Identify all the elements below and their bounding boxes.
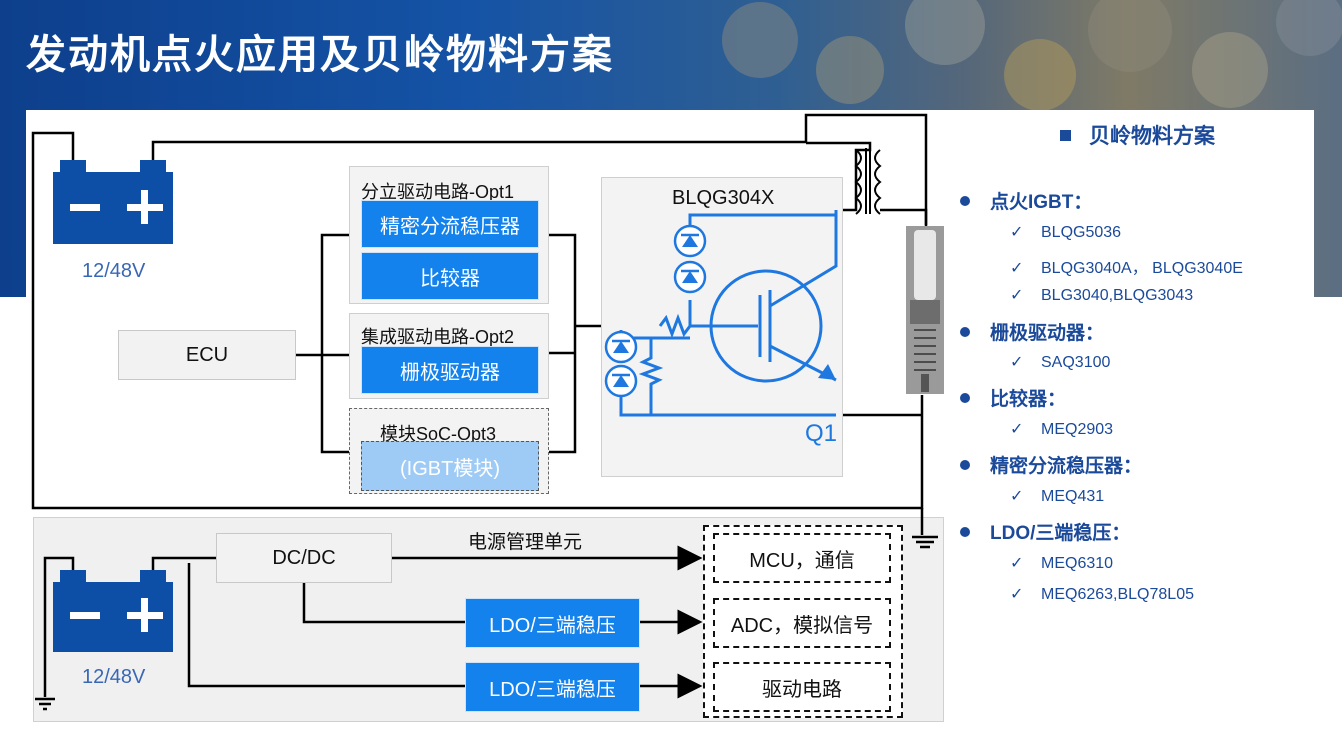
zener-diode-icon bbox=[673, 224, 707, 294]
bullet-icon bbox=[960, 526, 970, 537]
bottom-ground-wire bbox=[43, 556, 75, 697]
category-comparator: 比较器： bbox=[960, 384, 1066, 411]
ecu-block: ECU bbox=[118, 330, 296, 380]
part-item: ✓MEQ6310 bbox=[1010, 555, 1114, 572]
part-item: ✓BLQG5036 bbox=[1010, 224, 1122, 241]
ecu-bus-wire bbox=[320, 233, 349, 454]
category-ldo: LDO/三端稳压： bbox=[960, 518, 1130, 545]
check-icon: ✓ bbox=[1010, 260, 1024, 277]
transistor-label: Q1 bbox=[805, 420, 838, 447]
load-driver: 驱动电路 bbox=[713, 662, 891, 712]
igbt-block-label: BLQG304X bbox=[672, 187, 775, 209]
category-shunt-regulator: 精密分流稳压器： bbox=[960, 451, 1142, 478]
part-item: ✓MEQ6263,BLQ78L05 bbox=[1010, 586, 1194, 603]
load-mcu: MCU，通信 bbox=[713, 533, 891, 583]
top-ground-wire bbox=[31, 131, 924, 510]
ignition-coil-icon bbox=[854, 148, 882, 215]
gate-driver-block: 栅极驱动器 bbox=[361, 346, 539, 394]
part-item: ✓MEQ2903 bbox=[1010, 421, 1114, 438]
opt3-title: 模块SoC-Opt3 bbox=[380, 424, 497, 444]
check-icon: ✓ bbox=[1010, 488, 1024, 505]
bullet-icon bbox=[960, 195, 970, 206]
page-title: 发动机点火应用及贝岭物料方案 bbox=[26, 33, 614, 77]
bottom-positive-wire bbox=[151, 556, 216, 572]
comparator-block: 比较器 bbox=[361, 252, 539, 300]
dcdc-block: DC/DC bbox=[216, 533, 392, 583]
check-icon: ✓ bbox=[1010, 287, 1024, 304]
opt2-title: 集成驱动电路-Opt2 bbox=[361, 327, 515, 347]
check-icon: ✓ bbox=[1010, 586, 1024, 603]
solution-title: 贝岭物料方案 bbox=[1060, 120, 1215, 150]
power-section-title: 电源管理单元 bbox=[468, 532, 583, 553]
check-icon: ✓ bbox=[1010, 354, 1024, 371]
top-battery-label: 12/48V bbox=[82, 260, 146, 282]
igbt-module-block: (IGBT模块) bbox=[361, 441, 539, 491]
zener-diode-icon bbox=[604, 330, 638, 398]
check-icon: ✓ bbox=[1010, 224, 1024, 241]
part-item: ✓BLQG3040A， BLQG3040E bbox=[1010, 260, 1243, 277]
bullet-icon bbox=[960, 392, 970, 403]
ldo-block-2: LDO/三端稳压 bbox=[465, 662, 640, 712]
ldo-block-1: LDO/三端稳压 bbox=[465, 598, 640, 648]
bottom-battery-label: 12/48V bbox=[82, 666, 146, 688]
check-icon: ✓ bbox=[1010, 421, 1024, 438]
bullet-icon bbox=[960, 459, 970, 470]
load-adc: ADC，模拟信号 bbox=[713, 598, 891, 648]
header-decoration bbox=[722, 0, 1342, 110]
part-item: ✓MEQ431 bbox=[1010, 488, 1105, 505]
top-positive-wire bbox=[151, 113, 928, 225]
part-item: ✓BLG3040,BLQG3043 bbox=[1010, 287, 1194, 304]
category-gate-driver: 栅极驱动器： bbox=[960, 318, 1104, 345]
bullet-icon bbox=[960, 326, 970, 337]
opt1-title: 分立驱动电路-Opt1 bbox=[361, 182, 515, 202]
category-igbt: 点火IGBT： bbox=[960, 187, 1092, 214]
part-item: ✓SAQ3100 bbox=[1010, 354, 1111, 371]
check-icon: ✓ bbox=[1010, 555, 1024, 572]
square-bullet-icon bbox=[1060, 129, 1071, 141]
shunt-regulator-block: 精密分流稳压器 bbox=[361, 200, 539, 248]
